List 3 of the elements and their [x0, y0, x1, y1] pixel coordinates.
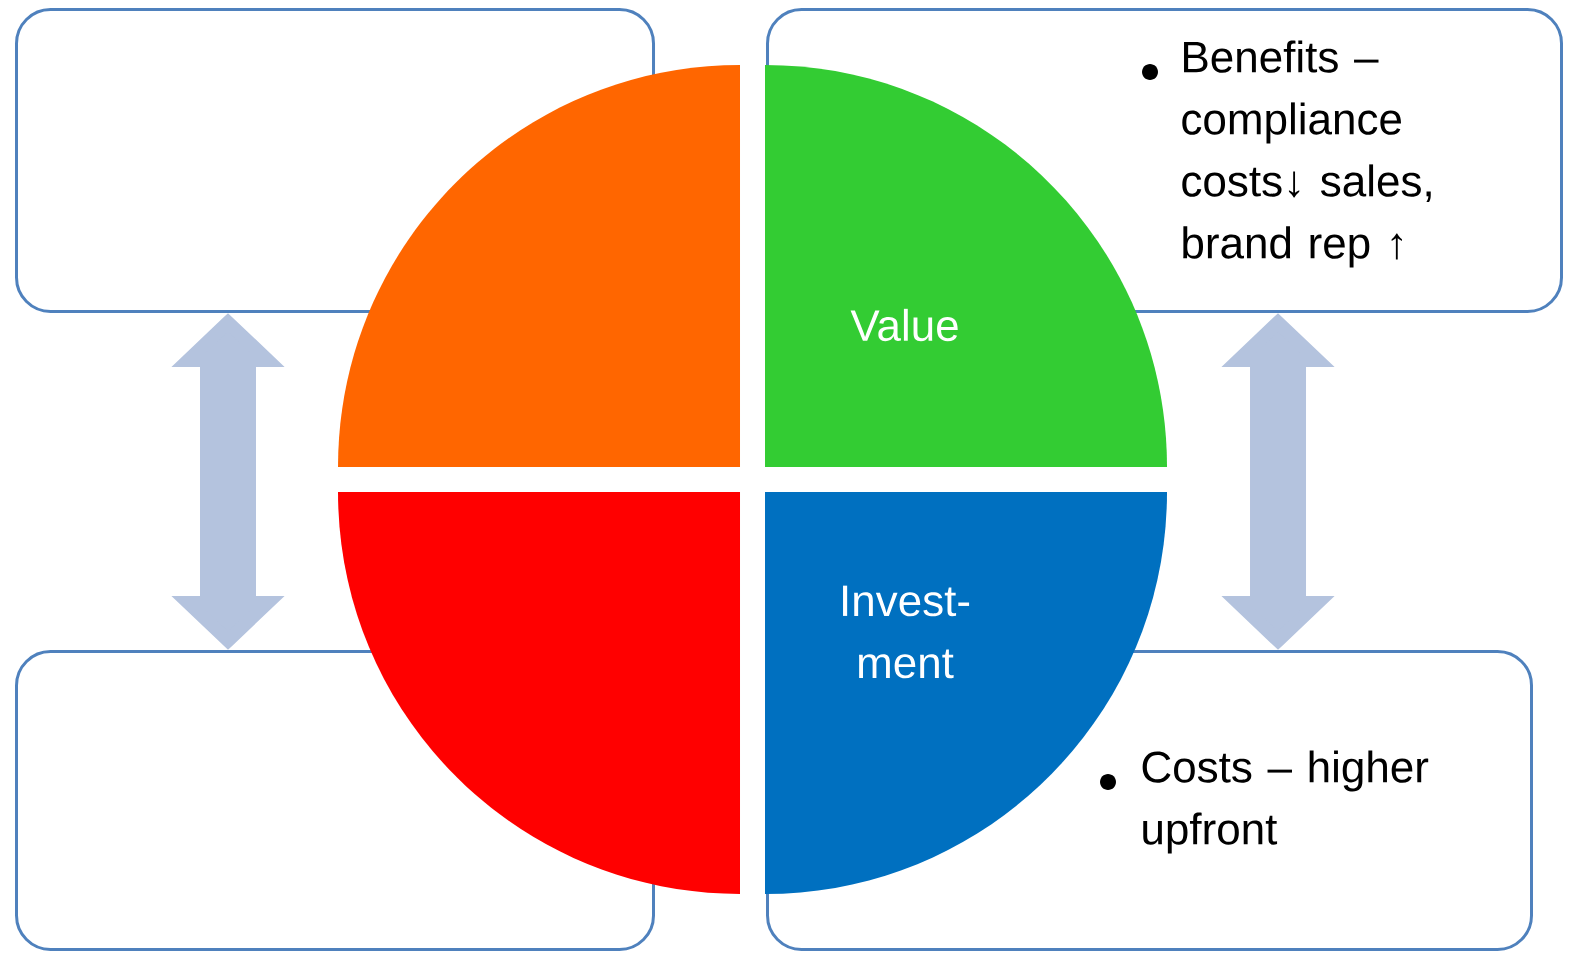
- pie-quarter: [338, 65, 740, 467]
- pie-quarter: [338, 492, 740, 894]
- pie-quarter: Value: [765, 65, 1167, 467]
